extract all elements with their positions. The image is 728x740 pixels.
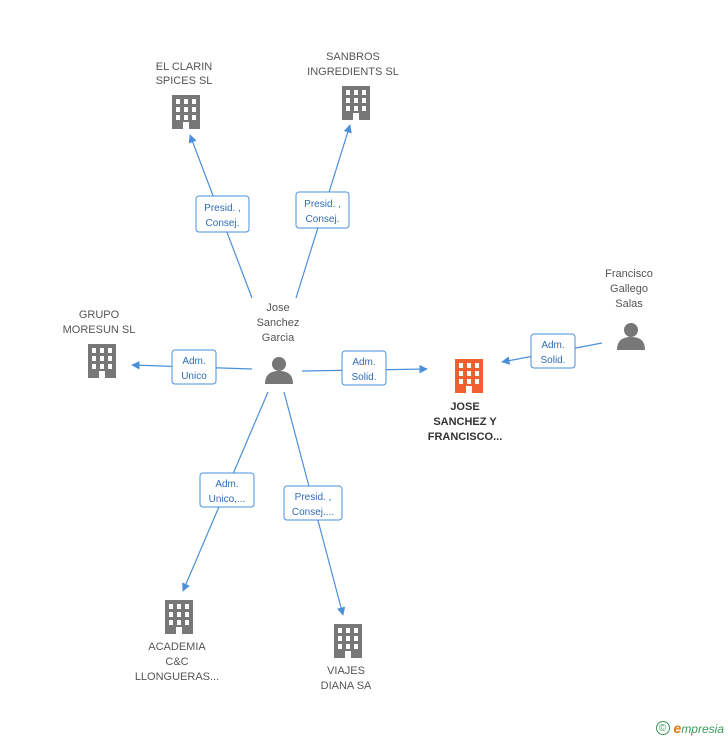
node-academia-llongueras[interactable]: ACADEMIA C&C LLONGUERAS...	[135, 600, 219, 683]
building-icon-highlighted	[455, 359, 483, 393]
edge-label-line: Presid. ,	[304, 199, 341, 210]
building-icon	[342, 86, 370, 120]
node-label-line: FRANCISCO...	[428, 431, 503, 443]
node-viajes-diana[interactable]: VIAJES DIANA SA	[321, 624, 372, 692]
node-label-line: JOSE	[450, 401, 479, 413]
node-label-line: SANCHEZ Y	[433, 416, 497, 428]
node-label-line: LLONGUERAS...	[135, 671, 219, 683]
copyright-icon: ©	[655, 721, 670, 735]
building-icon	[172, 95, 200, 129]
edge-label-line: Consej.	[306, 214, 340, 225]
edge-label-line: Presid. ,	[295, 492, 332, 503]
empresia-watermark[interactable]: © empresia	[655, 720, 724, 736]
edge-label-line: Adm.	[215, 479, 238, 490]
node-label-line: Jose	[266, 302, 289, 314]
node-francisco-gallego-salas[interactable]: Francisco Gallego Salas	[605, 268, 653, 350]
node-label-line: SANBROS	[326, 51, 380, 63]
building-icon	[334, 624, 362, 658]
node-sanbros-ingredients[interactable]: SANBROS INGREDIENTS SL	[307, 51, 399, 120]
edge-label-line: Unico	[181, 371, 207, 382]
node-label-line: DIANA SA	[321, 680, 372, 692]
node-label-line: ACADEMIA	[148, 641, 206, 653]
edge-label-francisco-to-main[interactable]: Adm. Solid.	[530, 333, 576, 369]
node-jose-sanchez-garcia[interactable]: Jose Sanchez Garcia	[257, 302, 300, 384]
node-label-line: EL CLARIN	[156, 61, 213, 73]
node-label-line: Sanchez	[257, 317, 300, 329]
node-label-line: MORESUN SL	[63, 324, 136, 336]
person-icon	[617, 323, 645, 350]
node-label-line: INGREDIENTS SL	[307, 66, 399, 78]
edge-label-to-academia[interactable]: Adm. Unico,...	[199, 472, 255, 508]
edge-label-line: Solid.	[351, 372, 376, 383]
edge-label-line: Adm.	[541, 340, 564, 351]
node-main-company[interactable]: JOSE SANCHEZ Y FRANCISCO...	[428, 359, 503, 443]
node-label-line: GRUPO	[79, 309, 120, 321]
brand-logo: empresia	[674, 720, 724, 736]
node-label-line: SPICES SL	[156, 75, 213, 87]
building-icon	[165, 600, 193, 634]
person-icon	[265, 357, 293, 384]
node-label-line: Salas	[615, 298, 643, 310]
edge-label-line: Solid.	[540, 355, 565, 366]
edge-label-jose-to-main[interactable]: Adm. Solid.	[341, 350, 387, 386]
edge-label-to-viajes[interactable]: Presid. , Consej....	[283, 485, 343, 521]
node-label-line: Garcia	[262, 332, 295, 344]
node-grupo-moresun[interactable]: GRUPO MORESUN SL	[63, 309, 136, 378]
edge-label-line: Unico,...	[209, 494, 246, 505]
brand-logo-initial: e	[673, 720, 682, 736]
edge-label-to-clarin[interactable]: Presid. , Consej.	[195, 195, 250, 233]
edge-label-line: Adm.	[352, 357, 375, 368]
node-label-line: Gallego	[610, 283, 648, 295]
node-label-line: VIAJES	[327, 665, 365, 677]
edge-label-to-sanbros[interactable]: Presid. , Consej.	[295, 191, 350, 229]
node-label-line: C&C	[165, 656, 188, 668]
node-el-clarin-spices[interactable]: EL CLARIN SPICES SL	[156, 61, 213, 129]
edge-label-line: Presid. ,	[204, 203, 241, 214]
edge-label-line: Consej....	[292, 507, 334, 518]
brand-logo-rest: mpresia	[681, 722, 724, 736]
edge-label-line: Adm.	[182, 356, 205, 367]
building-icon	[88, 344, 116, 378]
edge-label-line: Consej.	[206, 218, 240, 229]
node-label-line: Francisco	[605, 268, 653, 280]
edge-label-to-moresun[interactable]: Adm. Unico	[171, 349, 217, 385]
